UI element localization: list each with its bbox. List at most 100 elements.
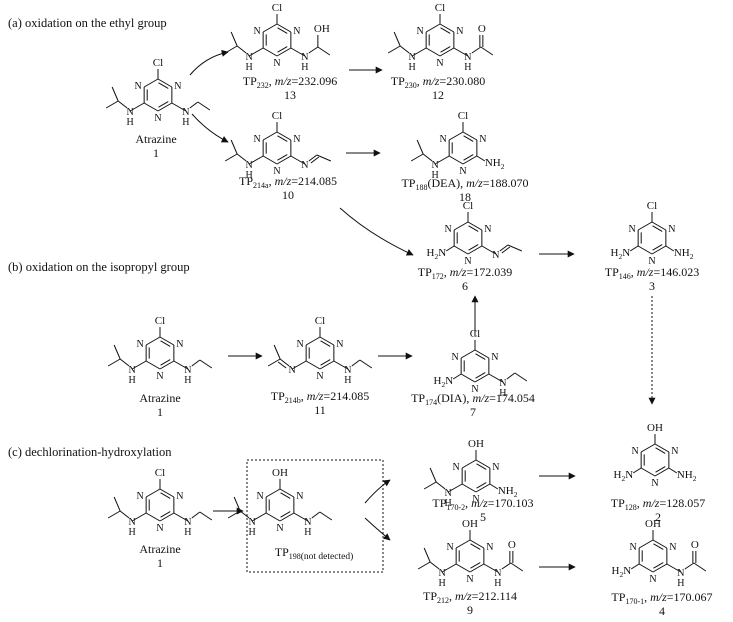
ring-n: N xyxy=(156,523,163,534)
bond xyxy=(435,481,446,490)
tp-label: TP174(DIA), m/z=174.054 xyxy=(411,391,535,407)
double-bond xyxy=(158,82,169,89)
hydroxyl-label: OH xyxy=(645,518,661,530)
ring-bond xyxy=(474,373,490,383)
double-bond xyxy=(160,511,171,518)
amine-h: H xyxy=(409,62,416,73)
ring-n: N xyxy=(296,491,303,502)
substituent-bond xyxy=(251,512,267,522)
substituent-bond xyxy=(248,47,264,57)
ring-n: N xyxy=(492,462,499,473)
bond xyxy=(233,496,241,512)
double-bond xyxy=(277,27,288,34)
ring-bond xyxy=(453,221,469,231)
bond xyxy=(191,511,201,519)
amino-label: H2N xyxy=(433,375,453,389)
amine-h: H xyxy=(344,375,351,386)
substituent-bond xyxy=(481,245,497,255)
tp-label: TP232, m/z=232.096 xyxy=(243,74,337,90)
ring-bond xyxy=(652,539,668,549)
ring-bond xyxy=(455,563,471,573)
bond xyxy=(113,496,121,512)
tp-label: TP146, m/z=146.023 xyxy=(605,265,699,281)
ring-bond xyxy=(145,512,161,522)
compound-name: Atrazine xyxy=(135,132,176,146)
arrow-198-to-5 xyxy=(364,479,391,504)
double-bond xyxy=(280,492,291,499)
amine-h: H xyxy=(677,578,684,589)
amine-h: H xyxy=(249,527,256,538)
bond xyxy=(423,547,431,563)
ring-n: N xyxy=(176,339,183,350)
ring-bond xyxy=(276,131,292,141)
double-bond xyxy=(463,154,474,161)
bond xyxy=(510,562,524,572)
ring-n: N xyxy=(471,384,478,395)
ring-bond xyxy=(265,512,281,522)
bond xyxy=(105,100,119,109)
substituent-bond xyxy=(248,155,264,165)
ring-n: N xyxy=(671,446,678,457)
amine-n: N xyxy=(344,365,351,376)
ring-bond xyxy=(475,483,491,493)
amino-label: H2N xyxy=(610,247,630,261)
substituent-bond xyxy=(293,512,309,522)
double-bond xyxy=(501,246,511,254)
double-bond xyxy=(320,359,331,366)
ring-bond xyxy=(319,360,335,370)
chlorine-label: Cl xyxy=(155,315,165,327)
ring-n: N xyxy=(254,26,261,37)
substituent-bond xyxy=(489,483,499,490)
ring-bond xyxy=(652,563,668,573)
ring-n: N xyxy=(316,371,323,382)
double-bond xyxy=(160,492,171,499)
ring-bond xyxy=(276,155,292,165)
tp-label: TP172, m/z=172.039 xyxy=(418,265,512,281)
amine-n: N xyxy=(184,365,191,376)
amine-n: N xyxy=(129,365,136,376)
ring-n: N xyxy=(156,371,163,382)
compound-number: 4 xyxy=(659,604,665,618)
chlorine-label: Cl xyxy=(435,2,445,14)
ring-bond xyxy=(305,360,321,370)
compound-name: Atrazine xyxy=(139,542,180,556)
amine-n: N xyxy=(301,160,308,171)
tp-label: TP198(not detected) xyxy=(275,545,354,562)
double-bond xyxy=(280,511,291,518)
substituent-bond xyxy=(630,563,640,570)
ring-n: N xyxy=(447,542,454,553)
bond xyxy=(113,344,121,360)
compound-number: 3 xyxy=(649,279,655,293)
compound-number: 18 xyxy=(459,190,471,204)
substituent-bond xyxy=(434,155,450,165)
bond xyxy=(107,510,121,519)
ring-bond xyxy=(460,373,476,383)
substituent-bond xyxy=(129,102,145,112)
amino-label: NH2 xyxy=(485,157,505,171)
double-bond xyxy=(655,447,666,454)
ring-bond xyxy=(654,443,670,453)
ring-n: N xyxy=(137,339,144,350)
substituent-bond xyxy=(173,512,189,522)
ring-n: N xyxy=(629,224,636,235)
amine-n: N xyxy=(249,517,256,528)
bond xyxy=(429,467,437,483)
ring-bond xyxy=(469,539,485,549)
ring-bond xyxy=(145,488,161,498)
bond xyxy=(279,358,290,367)
